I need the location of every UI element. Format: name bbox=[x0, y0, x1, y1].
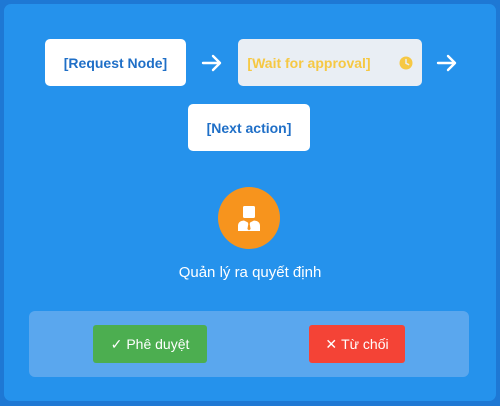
approve-button[interactable]: ✓ Phê duyệt bbox=[93, 325, 207, 363]
decision-maker-avatar bbox=[218, 187, 280, 249]
arrow-right-icon bbox=[201, 54, 222, 72]
flow-node-wait: [Wait for approval] bbox=[238, 39, 422, 86]
reject-button-label: Từ chối bbox=[341, 336, 389, 352]
flow-node-label: [Next action] bbox=[206, 119, 292, 136]
times-icon: ✕ bbox=[325, 335, 338, 352]
flow-node-label: [Request Node] bbox=[63, 54, 168, 71]
reject-button[interactable]: ✕ Từ chối bbox=[309, 325, 405, 363]
flow-node-label: [Wait for approval] bbox=[247, 54, 371, 71]
action-bar: ✓ Phê duyệt ✕ Từ chối bbox=[29, 311, 469, 377]
flow-node-request: [Request Node] bbox=[45, 39, 186, 86]
flow-node-next: [Next action] bbox=[188, 104, 310, 151]
decision-label: Quản lý ra quyết định bbox=[178, 264, 322, 281]
user-tie-icon bbox=[238, 206, 260, 231]
check-icon: ✓ bbox=[110, 335, 123, 352]
approval-panel: [Request Node] [Wait for approval] [Next… bbox=[4, 4, 496, 401]
clock-icon bbox=[399, 56, 413, 69]
arrow-right-icon bbox=[436, 54, 457, 72]
approve-button-label: Phê duyệt bbox=[126, 336, 190, 352]
